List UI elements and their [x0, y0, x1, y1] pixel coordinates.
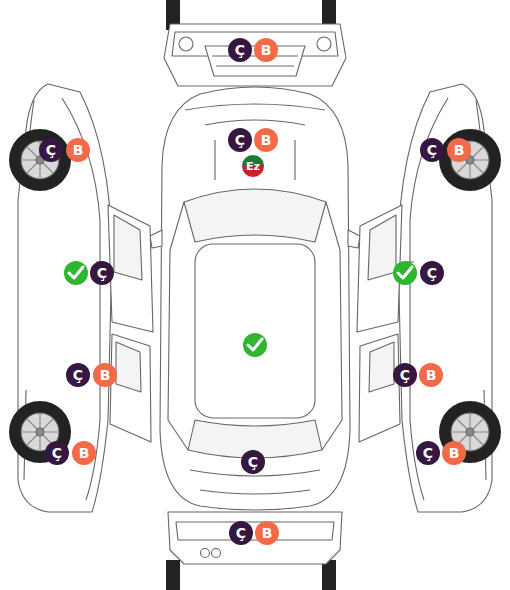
paint-badge: B	[447, 138, 471, 162]
scratch-badge: Ç	[416, 441, 440, 465]
scratch-badge: Ç	[39, 138, 63, 162]
badge-letter: Ç	[235, 133, 245, 147]
badge-letter: B	[261, 133, 272, 147]
paint-badge: B	[254, 38, 278, 62]
scratch-badge: Ç	[420, 138, 444, 162]
paint-badge: B	[419, 363, 443, 387]
scratch-badge: Ç	[228, 128, 252, 152]
badge-letter: B	[79, 446, 90, 460]
badge-letter: B	[449, 446, 460, 460]
scratch-badge: Ç	[420, 261, 444, 285]
badge-letter: Ç	[427, 266, 437, 280]
badge-letter: B	[73, 143, 84, 157]
badge-letter: Ç	[423, 446, 433, 460]
badge-letter: Ç	[248, 455, 258, 469]
scratch-badge: Ç	[228, 38, 252, 62]
paint-badge: B	[442, 441, 466, 465]
badge-letter: Ç	[236, 526, 246, 540]
badge-letter: B	[100, 368, 111, 382]
badge-letter: Ez	[246, 161, 260, 172]
badge-letter: B	[454, 143, 465, 157]
badge-letter: Ç	[400, 368, 410, 382]
badge-letter: B	[426, 368, 437, 382]
badge-letter: Ç	[235, 43, 245, 57]
scratch-badge: Ç	[241, 450, 265, 474]
dent-badge: Ez	[241, 154, 265, 178]
paint-badge: B	[254, 128, 278, 152]
paint-badge: B	[255, 521, 279, 545]
badge-letter: Ç	[46, 143, 56, 157]
scratch-badge: Ç	[90, 261, 114, 285]
badge-letter: Ç	[97, 266, 107, 280]
badge-letter: B	[262, 526, 273, 540]
badge-letter: B	[261, 43, 272, 57]
badge-letter: Ç	[427, 143, 437, 157]
badge-letter: Ç	[52, 446, 62, 460]
scratch-badge: Ç	[229, 521, 253, 545]
paint-badge: B	[66, 138, 90, 162]
paint-badge: B	[72, 441, 96, 465]
scratch-badge: Ç	[393, 363, 417, 387]
scratch-badge: Ç	[66, 363, 90, 387]
badge-letter: Ç	[73, 368, 83, 382]
scratch-badge: Ç	[45, 441, 69, 465]
paint-badge: B	[93, 363, 117, 387]
